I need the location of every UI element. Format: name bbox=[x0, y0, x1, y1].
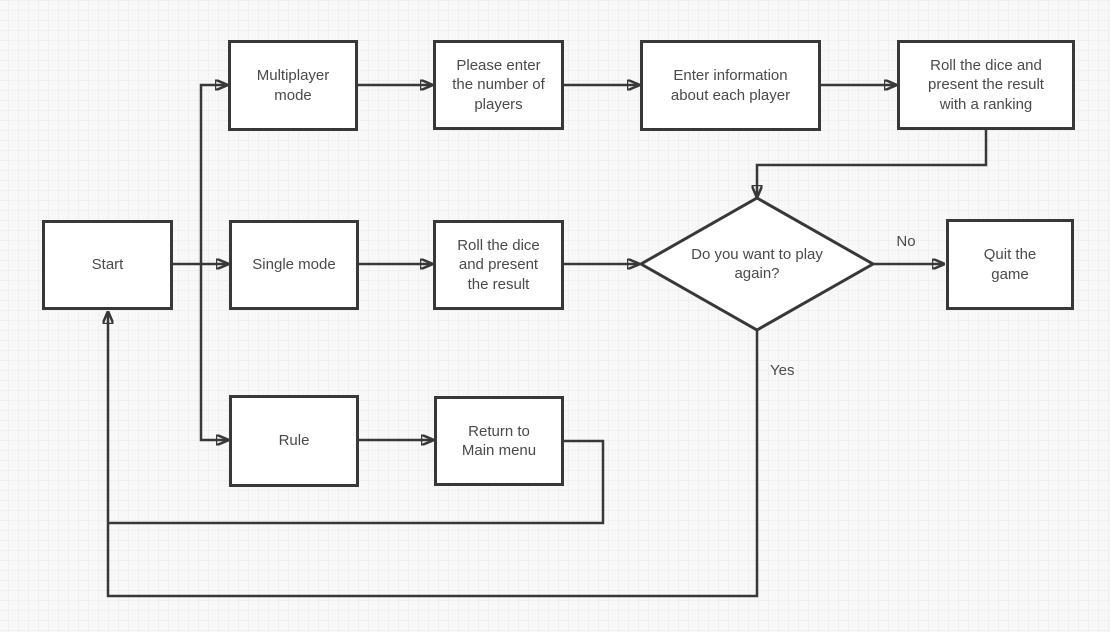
node-play-again-diamond bbox=[637, 196, 877, 332]
node-enter-player-info: Enter information about each player bbox=[640, 40, 821, 131]
node-enter-number-players-label: Please enter the number of players bbox=[452, 57, 545, 113]
connector-start-to-multiplayer bbox=[199, 85, 226, 264]
node-enter-player-info-label: Enter information about each player bbox=[670, 67, 791, 104]
node-single-mode: Single mode bbox=[229, 220, 359, 310]
node-quit-game: Quit the game bbox=[946, 219, 1074, 310]
node-rule-label: Rule bbox=[278, 432, 310, 450]
node-enter-number-players: Please enter the number of players bbox=[433, 40, 564, 130]
node-roll-dice-ranking-label: Roll the dice and present the result wit… bbox=[928, 57, 1044, 113]
node-quit-game-label: Quit the game bbox=[983, 246, 1037, 283]
connector-play-again-to-start bbox=[108, 313, 759, 598]
connector-return-to-start bbox=[109, 439, 605, 525]
connector-roll-ranking-to-play-again bbox=[757, 130, 988, 196]
node-play-again-label: Do you want to play again? bbox=[691, 245, 823, 282]
connector-start-to-rule bbox=[199, 264, 227, 440]
node-return-main-menu-label: Return to Main menu bbox=[461, 422, 537, 459]
node-roll-dice-ranking: Roll the dice and present the result wit… bbox=[897, 40, 1075, 130]
node-roll-dice-result-label: Roll the dice and present the result bbox=[457, 237, 540, 293]
edge-label-no: No bbox=[896, 233, 916, 250]
node-rule: Rule bbox=[229, 395, 359, 487]
node-roll-dice-result: Roll the dice and present the result bbox=[433, 220, 564, 310]
node-start: Start bbox=[42, 220, 173, 310]
node-return-main-menu: Return to Main menu bbox=[434, 396, 564, 486]
node-single-mode-label: Single mode bbox=[252, 256, 336, 274]
node-multiplayer-mode: Multiplayer mode bbox=[228, 40, 358, 131]
node-play-again: Do you want to play again? bbox=[657, 214, 857, 314]
edge-label-yes: Yes bbox=[770, 362, 795, 379]
node-multiplayer-mode-label: Multiplayer mode bbox=[256, 67, 330, 104]
node-start-label: Start bbox=[91, 256, 124, 274]
